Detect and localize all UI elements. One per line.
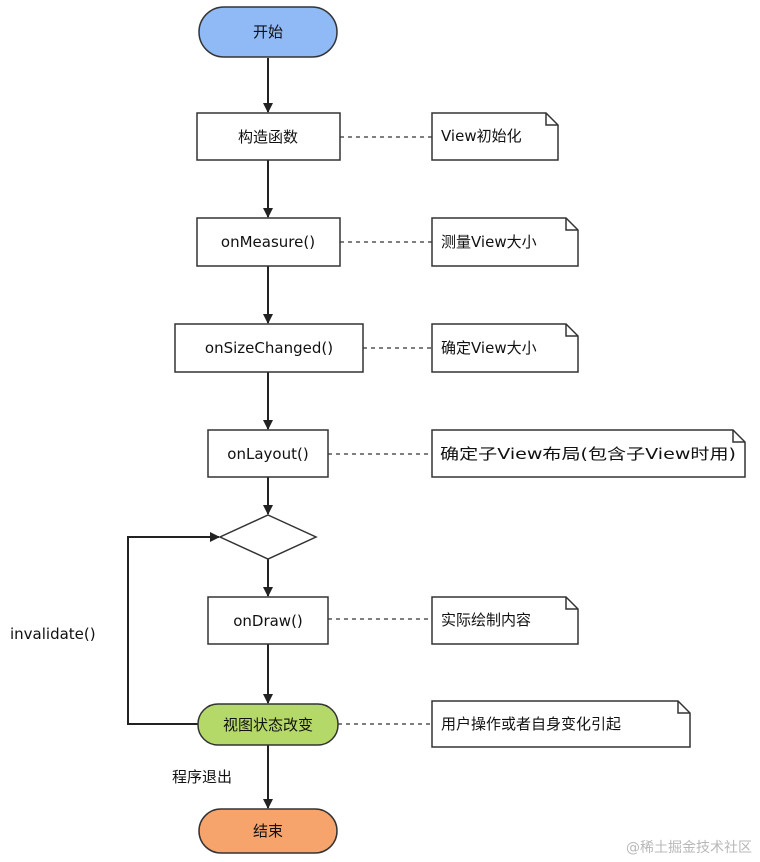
- note-onlayout: 确定子View布局(包含子View时用): [431, 429, 746, 478]
- constructor-node-label: 构造函数: [238, 128, 298, 146]
- decision-diamond: [218, 514, 318, 560]
- note-ondraw: 实际绘制内容: [431, 596, 579, 645]
- note-onmeasure: 测量View大小: [431, 217, 579, 267]
- onlayout-node: onLayout(): [207, 429, 329, 478]
- view-state-change-node: 视图状态改变: [197, 703, 339, 746]
- onmeasure-node-label: onMeasure(): [221, 233, 315, 251]
- onsizechanged-node-label: onSizeChanged(): [205, 339, 333, 357]
- note-onlayout-text: 确定子View布局(包含子View时用): [440, 445, 736, 463]
- ondraw-node: onDraw(): [207, 596, 329, 645]
- note-onmeasure-text: 测量View大小: [441, 233, 537, 251]
- onmeasure-node: onMeasure(): [196, 217, 341, 267]
- note-constructor: View初始化: [431, 112, 559, 161]
- ondraw-node-label: onDraw(): [233, 612, 303, 630]
- edge-loop-invalidate: [127, 532, 220, 725]
- view-state-change-label: 视图状态改变: [223, 716, 313, 734]
- end-node-label: 结束: [253, 822, 283, 840]
- onlayout-node-label: onLayout(): [227, 445, 308, 463]
- watermark: @稀土掘金技术社区: [626, 840, 752, 856]
- note-onsizechanged-text: 确定View大小: [441, 339, 537, 357]
- note-statechange-text: 用户操作或者自身变化引起: [441, 715, 621, 733]
- note-constructor-text: View初始化: [441, 127, 522, 145]
- note-onsizechanged: 确定View大小: [431, 323, 579, 373]
- note-ondraw-text: 实际绘制内容: [441, 611, 531, 629]
- start-node: 开始: [198, 6, 338, 58]
- constructor-node: 构造函数: [196, 112, 341, 161]
- onsizechanged-node: onSizeChanged(): [174, 323, 364, 373]
- exit-label: 程序退出: [172, 768, 232, 786]
- start-node-label: 开始: [253, 23, 283, 41]
- note-statechange: 用户操作或者自身变化引起: [431, 700, 691, 748]
- end-node: 结束: [198, 808, 338, 854]
- loop-label: invalidate(): [10, 625, 96, 643]
